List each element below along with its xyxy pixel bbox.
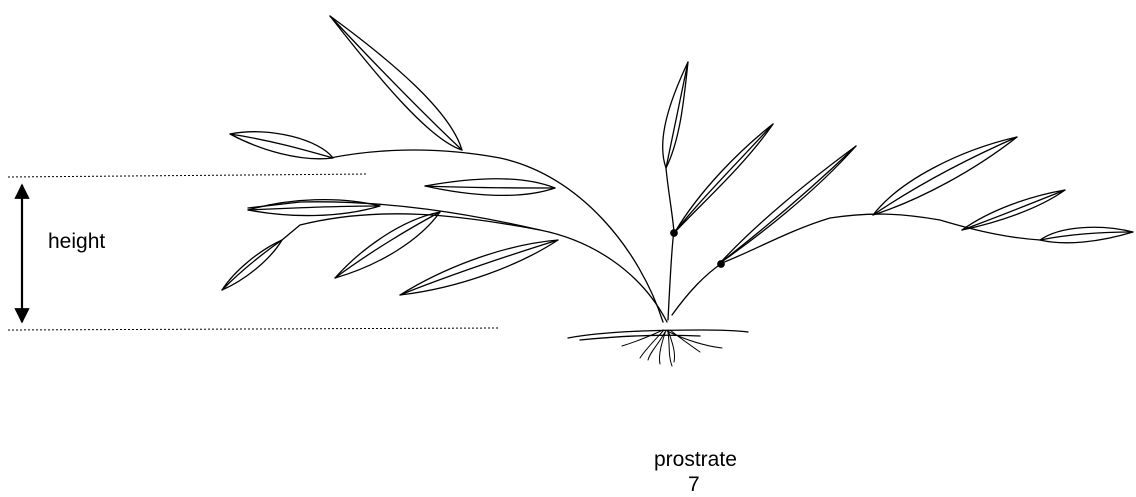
leaf-midrib (330, 16, 462, 150)
stem (330, 150, 663, 322)
leaf (400, 240, 558, 295)
leaf-midrib (720, 146, 856, 263)
leaf (222, 240, 282, 290)
leaf-midrib (248, 206, 380, 210)
leaf-midrib (425, 186, 555, 188)
leaf-midrib (335, 212, 440, 278)
stem (666, 168, 674, 320)
leaf (873, 137, 1017, 215)
leaf (335, 212, 440, 278)
stem (282, 214, 540, 240)
figure-number: 7 (688, 474, 700, 495)
leaf-midrib (873, 137, 1017, 215)
height-label: height (48, 231, 105, 252)
leaf-midrib (666, 62, 688, 168)
top-reference-line (8, 174, 368, 177)
ground-reference-line (8, 328, 498, 330)
plant-illustration (222, 16, 1133, 366)
figure-caption: prostrate (654, 449, 737, 470)
leaf-midrib (962, 190, 1065, 230)
leaf-midrib (222, 240, 282, 290)
stem (672, 214, 1040, 315)
leaf-midrib (400, 240, 558, 295)
leaf-midrib (675, 124, 773, 232)
leaf (230, 132, 333, 159)
leaf (720, 146, 856, 263)
leaf (1040, 227, 1133, 242)
